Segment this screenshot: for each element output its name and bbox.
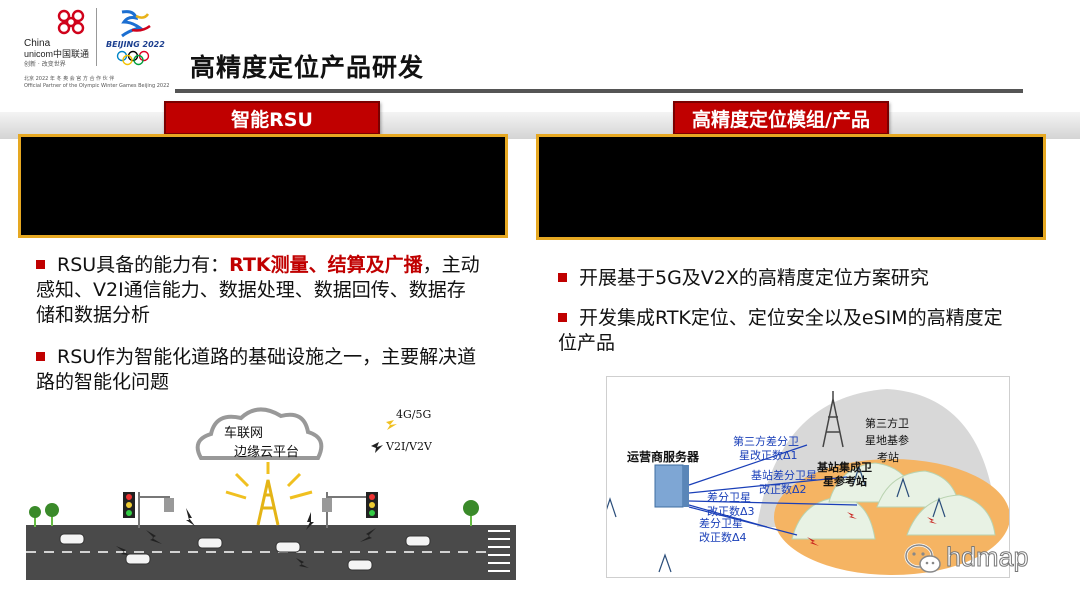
base-correction-line1: 基站差分卫星 [751, 469, 817, 482]
third-party-station-line3: 考站 [877, 451, 899, 464]
right-bullet-2: 开发集成RTK定位、定位安全以及eSIM的高精度定位产品 [558, 306, 1008, 356]
signal-label-4g5g: 4G/5G [396, 408, 432, 421]
china-unicom-logo-icon [57, 9, 85, 35]
brand-slogan: 创新 · 改变世界 [24, 61, 66, 68]
third-party-correction-line2: 星改正数Δ1 [739, 449, 798, 462]
left-bullet-2: RSU作为智能化道路的基础设施之一，主要解决道路的智能化问题 [36, 345, 484, 395]
right-bullet-1: 开展基于5G及V2X的高精度定位方案研究 [558, 266, 1028, 291]
correction3-line2: 改正数Δ3 [707, 505, 755, 518]
watermark-text: hdmap [946, 542, 1030, 573]
title-underline [175, 89, 1023, 93]
left-bullet-1-highlight: RTK测量、结算及广播 [229, 254, 423, 276]
signal-label-v2i: V2I/V2V [386, 440, 432, 453]
section-label-smart-rsu: 智能RSU [164, 101, 380, 135]
left-bullet-1-suffix: ，主动感知、V2I通信能力、数据处理、数据回传、数据存储和数据分析 [36, 254, 480, 326]
left-bullet-1-prefix: RSU具备的能力有： [57, 254, 230, 276]
third-party-station-line2: 星地基参 [865, 434, 909, 447]
partner-text-cn: 北京 2022 年 冬 奥 会 官 方 合 作 伙 伴 [24, 76, 115, 82]
cloud-label-line2: 边缘云平台 [234, 445, 300, 460]
base-correction-line2: 改正数Δ2 [759, 483, 807, 496]
right-bullet-2-text: 开发集成RTK定位、定位安全以及eSIM的高精度定位产品 [558, 307, 1003, 354]
left-bullet-2-text: RSU作为智能化道路的基础设施之一，主要解决道路的智能化问题 [36, 346, 477, 393]
logo-block: China unicom中国联通 创新 · 改变世界 BEIJING 2022 … [14, 6, 184, 92]
third-party-station-line1: 第三方卫 [865, 417, 909, 430]
bullet-square-icon [36, 352, 45, 361]
logo-divider [96, 8, 97, 66]
olympic-text: BEIJING 2022 [106, 40, 165, 49]
cloud-label-line1: 车联网 [224, 426, 264, 441]
watermark: hdmap [904, 540, 1064, 580]
rsu-road-illustration-icon [26, 407, 516, 580]
rsu-road-diagram: 车联网 边缘云平台 4G/5G V2I/V2V [26, 400, 516, 580]
positioning-system-diagram: 运营商服务器 第三方卫 星地基参 考站 第三方差分卫 星改正数Δ1 基站集成卫 … [606, 376, 1010, 578]
bullet-square-icon [558, 273, 567, 282]
right-bullet-1-text: 开展基于5G及V2X的高精度定位方案研究 [579, 267, 929, 289]
base-station-line2: 星参考站 [823, 475, 867, 488]
page-title: 高精度定位产品研发 [190, 53, 425, 82]
correction4-line1: 差分卫星 [699, 517, 743, 530]
left-bullet-1: RSU具备的能力有：RTK测量、结算及广播，主动感知、V2I通信能力、数据处理、… [36, 253, 484, 328]
partner-text-en: Official Partner of the Olympic Winter G… [24, 83, 170, 89]
third-party-correction-line1: 第三方差分卫 [733, 435, 799, 448]
positioning-network-illustration-icon [607, 389, 1009, 575]
brand-line2: unicom中国联通 [24, 49, 90, 59]
left-black-panel [18, 134, 508, 238]
bullet-square-icon [36, 260, 45, 269]
brand-line1: China [24, 38, 51, 49]
server-label: 运营商服务器 [627, 450, 700, 464]
base-station-line1: 基站集成卫 [817, 461, 872, 474]
wechat-icon [904, 543, 941, 573]
beijing-2022-emblem-icon [121, 10, 151, 38]
section-label-positioning-module: 高精度定位模组/产品 [673, 101, 889, 135]
right-black-panel [536, 134, 1046, 240]
correction4-line2: 改正数Δ4 [699, 531, 747, 544]
correction3-line1: 差分卫星 [707, 491, 751, 504]
olympic-rings-icon [116, 50, 150, 66]
bullet-square-icon [558, 313, 567, 322]
